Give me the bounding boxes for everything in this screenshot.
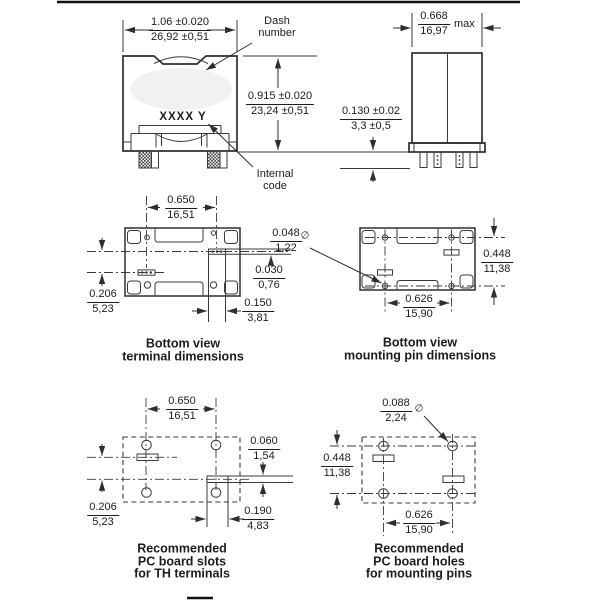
dim-inch-value: 0.150 <box>242 298 274 312</box>
dim-inch-value: 0.448 <box>321 453 353 467</box>
pin-diameter-leader-arrow <box>309 247 382 284</box>
dim-standoff: 0.130 ±0.02 3,3 ±0,5 <box>339 106 403 132</box>
dim-mm-value: 5,23 <box>92 516 114 528</box>
dim-body-height: 0.915 ±0.020 23,24 ±0,51 <box>245 91 315 117</box>
caption-pcb-slots: Recommended PC board slots for TH termin… <box>134 541 230 581</box>
front-right-terminal <box>207 150 221 169</box>
dim-inch-value: 0.030 <box>253 265 285 279</box>
dim-inch-value: 0.190 <box>242 506 274 520</box>
dim-hole-spacing: 0.626 15,90 <box>403 510 435 536</box>
dash-number-label: Dash number <box>258 15 296 39</box>
bottom-view-terminals-drawing <box>87 196 291 322</box>
dim-mm-value: 2,24 <box>385 412 407 424</box>
dim-mm-value: 15,90 <box>405 308 433 320</box>
dim-slot-col-spacing: 0.650 16,51 <box>166 396 198 422</box>
dim-mm-value: 15,90 <box>405 524 433 536</box>
front-left-terminal <box>138 150 152 169</box>
dim-mm-value: 16,97 <box>420 25 448 37</box>
dim-slot-row-spacing: 0.206 5,23 <box>87 502 119 528</box>
dim-terminal-width: 0.150 3,81 <box>242 298 274 324</box>
caption-pcb-holes: Recommended PC board holes for mounting … <box>365 541 473 581</box>
caption-bottom-view-terminals: Bottom view terminal dimensions <box>122 336 244 363</box>
dim-inch-value: 0.130 ±0.02 <box>339 106 403 120</box>
dim-body-width: 1.06 ±0.020 26,92 ±0,51 <box>148 17 212 43</box>
internal-code-leader-arrow <box>208 123 254 168</box>
internal-code-label: Internal code <box>256 168 294 192</box>
dim-inch-value: 0.915 ±0.020 <box>245 91 315 105</box>
front-view-drawing <box>122 20 410 182</box>
dim-mm-value: 0,76 <box>258 279 280 291</box>
dim-mm-value: 26,92 ±0,51 <box>150 31 210 43</box>
dim-mm-value: 5,23 <box>92 303 114 315</box>
dim-terminal-row-spacing: 0.206 5,23 <box>87 289 119 315</box>
dim-terminal-thickness: 0.030 0,76 <box>253 265 285 291</box>
pcb-slots-view-drawing <box>87 398 293 527</box>
caption-bottom-view-mounting-pins: Bottom view mounting pin dimensions <box>343 335 497 362</box>
dim-hole-row-spacing: 0.448 11,38 <box>321 453 353 479</box>
dim-mm-value: 1,22 <box>275 242 297 254</box>
diameter-symbol: ∅ <box>300 230 310 242</box>
dim-terminal-spacing: 0.650 16,51 <box>165 195 197 221</box>
dim-inch-value: 1.06 ±0.020 <box>148 17 212 31</box>
side-view-drawing <box>393 13 501 168</box>
diameter-symbol: ∅ <box>414 403 424 415</box>
dim-mm-value: 16,51 <box>167 209 195 221</box>
dim-mm-value: 3,81 <box>247 312 269 324</box>
dim-inch-value: 0.060 <box>248 436 280 450</box>
dim-pin-row-spacing: 0.448 11,38 <box>481 249 513 275</box>
dim-mm-value: 23,24 ±0,51 <box>250 105 310 117</box>
bottom-view-mounting-pins-drawing <box>309 218 505 313</box>
dim-inch-value: 0.626 <box>403 294 435 308</box>
dim-inch-value: 0.626 <box>403 510 435 524</box>
dim-mm-value: 3,3 ±0,5 <box>351 120 391 132</box>
dash-number-leader-arrow <box>205 42 253 71</box>
dim-pin-diameter: 0.048 1,22 <box>270 228 302 254</box>
page-border-artifact <box>57 0 520 600</box>
dim-pin-spacing: 0.626 15,90 <box>403 294 435 320</box>
dim-slot-length: 0.190 4,83 <box>242 506 274 532</box>
dim-mm-value: 4,83 <box>247 520 269 532</box>
dim-body-depth: 0.668 16,97 <box>418 11 450 37</box>
dim-mm-value: 16,51 <box>168 410 196 422</box>
dim-inch-value: 0.668 <box>418 11 450 25</box>
dim-inch-value: 0.206 <box>87 502 119 516</box>
dim-inch-value: 0.048 <box>270 228 302 242</box>
dim-inch-value: 0.650 <box>165 195 197 209</box>
dim-hole-diameter: 0.088 2,24 <box>380 398 412 424</box>
dim-mm-value: 11,38 <box>483 263 511 275</box>
pcb-holes-view-drawing <box>330 415 477 536</box>
dim-slot-width: 0.060 1,54 <box>248 436 280 462</box>
dim-inch-value: 0.206 <box>87 289 119 303</box>
max-suffix-label: max <box>454 18 475 30</box>
dim-mm-value: 11,38 <box>323 467 351 479</box>
dim-inch-value: 0.650 <box>166 396 198 410</box>
dim-inch-value: 0.088 <box>380 398 412 412</box>
part-marking-text: XXXX Y <box>159 111 207 123</box>
dim-inch-value: 0.448 <box>481 249 513 263</box>
hole-diameter-leader-arrow <box>423 415 449 442</box>
dim-mm-value: 1,54 <box>253 450 275 462</box>
